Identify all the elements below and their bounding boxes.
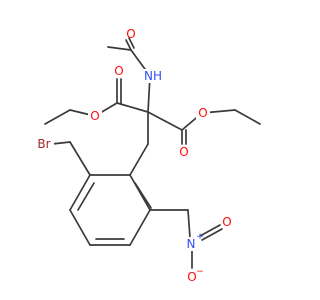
atom-o-nitro-bottom: O <box>187 270 196 284</box>
bond-acetyl-co-1 <box>125 39 132 51</box>
atom-o-right-carbonyl: O <box>179 145 188 159</box>
atom-labels: O NH O O O O Br N + O O − <box>34 27 232 284</box>
bond-right-ch2-ch3 <box>234 109 261 125</box>
atom-o-nitro-charge: − <box>196 267 204 277</box>
bonds <box>44 37 261 269</box>
ring-inner-double-1 <box>134 182 152 209</box>
ring-bond-5 <box>69 174 91 211</box>
bond-ch2-br <box>51 141 71 145</box>
ring-inner-double-3 <box>77 182 95 211</box>
bond-acetyl-co-2 <box>128 37 135 49</box>
ring-bond-1 <box>129 174 151 211</box>
bond-n-o-top-2 <box>201 228 223 241</box>
atom-n-nitro: N <box>187 237 196 251</box>
bond-n-o-top-1 <box>199 224 221 237</box>
bond-acetyl-ch3 <box>107 46 132 51</box>
bond-quaternary-left-carbonyl <box>116 102 149 113</box>
atom-o-right-ester: O <box>198 106 207 120</box>
bond-ring-to-n <box>187 209 191 239</box>
atom-o-left-carbonyl: O <box>114 64 123 78</box>
bond-quaternary-right-carbonyl <box>147 111 183 131</box>
atom-br: Br <box>37 137 50 151</box>
atom-nh: NH <box>144 69 162 83</box>
bond-ch2-ring <box>129 143 149 176</box>
bond-ring-ch2br <box>69 141 91 176</box>
atom-o-nitro-top: O <box>222 215 231 229</box>
bond-left-ch2-ch3 <box>44 109 71 125</box>
atom-o-acetyl: O <box>126 27 135 41</box>
atom-o-left-ester: O <box>90 109 99 123</box>
ring-bond-2 <box>129 209 151 246</box>
ring-bond-4 <box>69 209 91 246</box>
molecule-structure: O NH O O O O Br N + O O − <box>34 27 261 284</box>
atom-n-nitro-charge: + <box>196 232 204 242</box>
